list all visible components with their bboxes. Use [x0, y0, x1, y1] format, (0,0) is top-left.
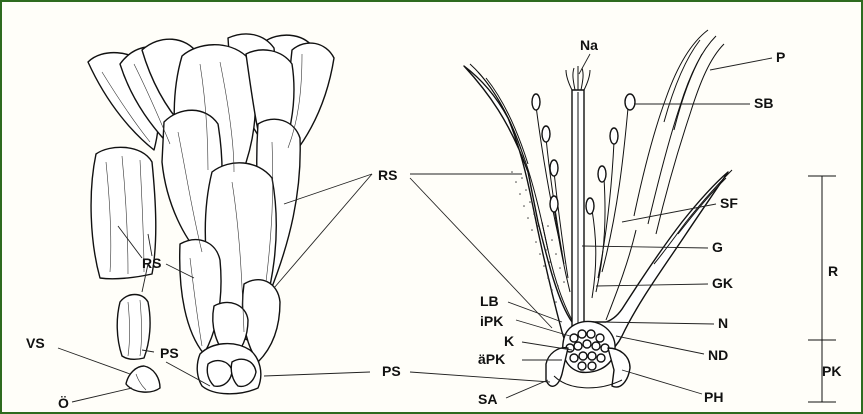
label-vs: VS [26, 335, 45, 351]
label-ph: PH [704, 389, 723, 405]
label-nd: ND [708, 347, 728, 363]
label-ps-center: PS [382, 363, 401, 379]
label-p: P [776, 49, 785, 65]
label-aepk: äPK [478, 351, 505, 367]
label-pk: PK [822, 363, 841, 379]
label-r: R [828, 263, 838, 279]
label-lb: LB [480, 293, 499, 309]
label-na: Na [580, 37, 598, 53]
label-sa: SA [478, 391, 497, 407]
label-g: G [712, 239, 723, 255]
label-ps-left: PS [160, 345, 179, 361]
label-sf: SF [720, 195, 738, 211]
label-oe: Ö [58, 395, 69, 411]
label-n: N [718, 315, 728, 331]
label-gk: GK [712, 275, 733, 291]
label-rs-left: RS [142, 255, 161, 271]
label-rs-center: RS [378, 167, 397, 183]
label-ipk: iPK [480, 313, 503, 329]
label-sb: SB [754, 95, 773, 111]
label-k: K [504, 333, 514, 349]
